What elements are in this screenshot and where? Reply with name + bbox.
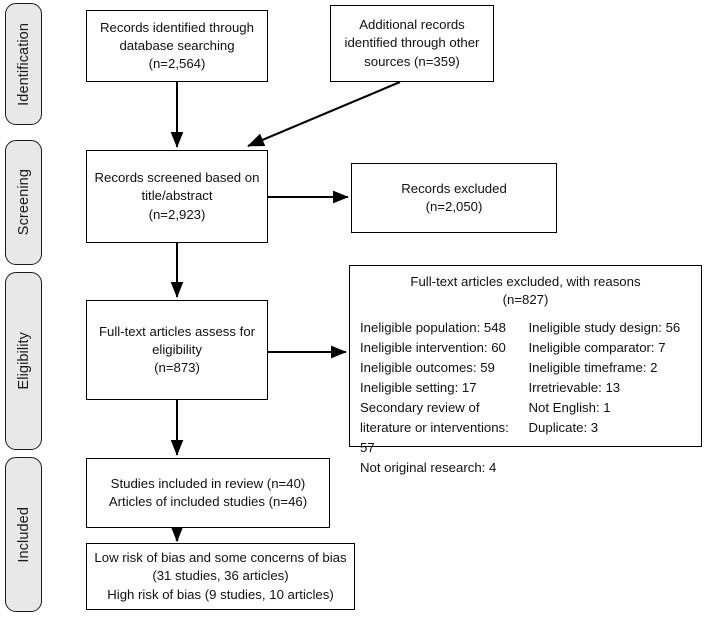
reasons-column-right: Ineligible study design: 56 Ineligible c… [529,318,692,438]
node-line: Records excluded [401,180,507,196]
phase-chip-identification: Identification [5,3,42,125]
node-line: Articles of included studies (n=46) [108,494,308,509]
reasons-heading-line-2: (n=827) [502,291,549,307]
node-line: eligibility [152,341,202,357]
reason-item: Duplicate: 3 [528,419,599,435]
node-additional-records: Additional records identified through ot… [330,5,494,82]
reasons-heading: Full-text articles excluded, with reason… [360,273,691,309]
node-records-screened: Records screened based on title/abstract… [86,150,268,243]
node-line: Studies included in review (n=40) [110,475,306,491]
reason-item: Ineligible intervention: 60 [360,339,506,355]
node-line: (n=2,923) [148,206,206,222]
reasons-columns: Ineligible population: 548 Ineligible in… [360,318,691,479]
reason-item: Ineligible outcomes: 59 [360,359,495,375]
node-line: sources (n=359) [364,53,460,69]
node-fulltext-excluded-reasons: Full-text articles excluded, with reason… [349,265,702,475]
reason-item: Not original research: 4 [360,460,497,476]
node-studies-included: Studies included in review (n=40) Articl… [86,458,330,528]
edge-additional-to-screened [247,81,401,147]
phase-chip-screening: Screening [5,140,42,265]
reason-item: Secondary review of literature or interv… [360,399,509,455]
node-line: title/abstract [141,188,213,204]
reason-item: Ineligible study design: 56 [528,319,681,335]
phase-label-included: Included [15,506,32,563]
node-line: Records screened based on [94,170,260,186]
node-line: High risk of bias (9 studies, 10 article… [107,586,334,602]
node-risk-of-bias: Low risk of bias and some concerns of bi… [86,543,355,610]
node-fulltext-assessed: Full-text articles assess for eligibilit… [86,300,268,400]
phase-label-identification: Identification [15,22,32,106]
phase-label-screening: Screening [15,169,32,236]
node-line: Additional records [359,17,465,33]
node-line: Records identified through [100,19,254,35]
reason-item: Ineligible timeframe: 2 [528,359,658,375]
node-line: database searching [119,37,235,53]
reason-item: Ineligible comparator: 7 [528,339,666,355]
node-line: Full-text articles assess for [98,323,256,339]
node-line: identified through other [344,35,480,51]
phase-chip-eligibility: Eligibility [5,272,42,450]
node-line: Low risk of bias and some concerns of bi… [94,550,347,566]
node-records-excluded: Records excluded (n=2,050) [351,163,557,233]
reason-item: Ineligible setting: 17 [360,379,477,395]
reason-item: Ineligible population: 548 [360,319,506,335]
reasons-heading-line-1: Full-text articles excluded, with reason… [410,274,641,289]
reasons-column-left: Ineligible population: 548 Ineligible in… [360,318,523,479]
reason-item: Irretrievable: 13 [528,379,621,395]
phase-label-eligibility: Eligibility [15,332,32,390]
node-line: (n=2,564) [148,56,206,72]
node-line: (31 studies, 36 articles) [152,568,289,584]
node-records-identified: Records identified through database sear… [86,10,268,82]
node-line: (n=873) [154,360,200,376]
reason-item: Not English: 1 [528,399,611,415]
phase-chip-included: Included [5,457,42,612]
node-line: (n=2,050) [425,199,483,214]
